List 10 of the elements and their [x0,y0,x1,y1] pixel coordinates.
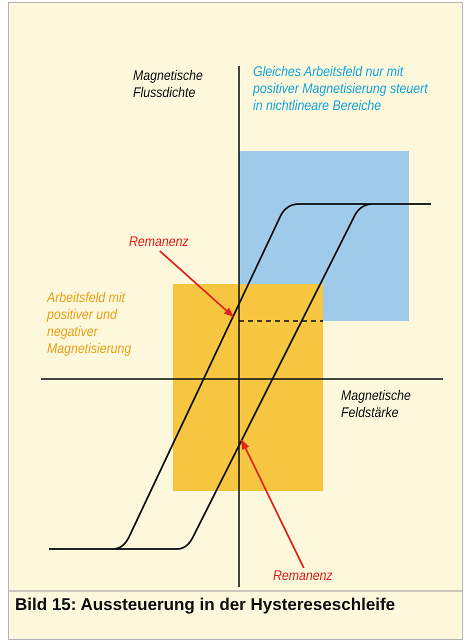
annotation-text: Arbeitsfeld mit positiver und negativer Magnetisierung [47,289,132,357]
hysteresis-curve [48,203,432,550]
remanence-label: Remanenz [273,567,333,584]
annotation-text: Magnetische Flussdichte [133,67,204,101]
leader-arrow [159,250,234,318]
figure-caption: Bild 15: Aussteuerung in der Hystereseschleife [15,595,396,615]
annotation-text: Magnetische Feldstärke [341,387,412,421]
leader-arrow [240,439,305,568]
remanence-label: Remanenz [129,233,189,250]
annotation-text: Gleiches Arbeitsfeld nur mit positiver Magnetisierung steuert in nichtlineare Bereiche [253,63,429,114]
